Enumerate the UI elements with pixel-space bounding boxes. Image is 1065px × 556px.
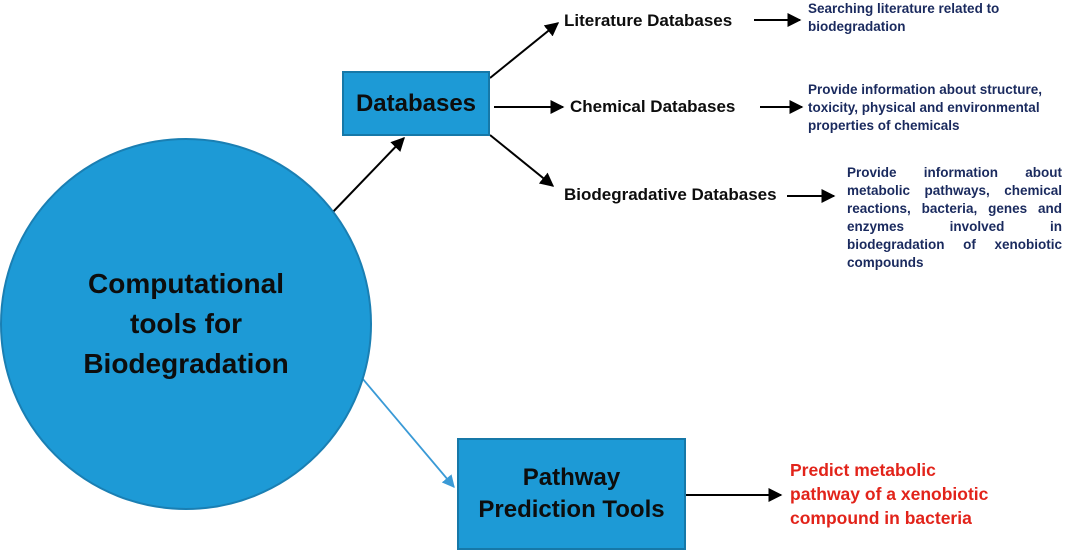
- arrow-root-to-pathway: [361, 377, 455, 488]
- biodegradative-databases-description: Provide information about metabolic path…: [847, 165, 1062, 270]
- pathway-prediction-description: Predict metabolic pathway of a xenobioti…: [790, 460, 989, 528]
- chemical-databases-label: Chemical Databases: [570, 97, 736, 116]
- arrow-root-to-databases: [329, 136, 405, 216]
- databases-node-label: Databases: [355, 89, 477, 117]
- arrow-databases-to-biodegradative: [489, 134, 555, 187]
- literature-databases-label: Literature Databases: [564, 11, 733, 30]
- pathway-prediction-tools-node: Pathway Prediction Tools: [457, 438, 686, 550]
- chemical-databases-description: Provide information about structure, tox…: [808, 82, 1043, 133]
- root-node-label: Computational tools for Biodegradation: [83, 268, 289, 379]
- literature-databases-description: Searching literature related to biodegra…: [808, 1, 1000, 34]
- pathway-prediction-tools-label: Pathway Prediction Tools: [478, 464, 665, 523]
- arrow-databases-to-literature: [489, 22, 560, 79]
- biodegradative-databases-label: Biodegradative Databases: [564, 185, 777, 204]
- root-node-circle: Computational tools for Biodegradation: [0, 138, 372, 510]
- databases-node: Databases: [342, 71, 490, 136]
